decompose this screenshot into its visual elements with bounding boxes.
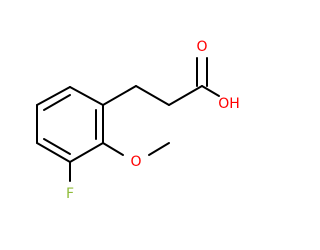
propanoic-acid-chain [102,57,220,106]
chain-bond-1 [102,85,137,106]
fluorine-label: F [66,186,74,202]
chain-bond-2 [135,85,170,106]
carbonyl-oxygen-label: O [196,39,207,55]
ring-bond-c1-c2 [36,86,71,106]
ring-bond-c4-c5 [69,142,104,163]
chain-bond-3 [168,85,203,106]
hydroxyl-label: OH [218,96,240,112]
methoxy-group [102,142,170,156]
methoxy-oxygen-label: O [130,154,141,170]
benzene-ring [36,86,104,163]
ring-bond-c3-c4 [36,142,71,163]
carboxyl-oh-bond [201,85,220,97]
methoxy-bond-ring-o [102,142,124,156]
ring-double-bond-inner-1 [43,94,71,111]
ring-bond-c6-c1 [69,86,104,106]
methoxy-bond-o-ch3 [148,142,170,156]
ring-double-bond-inner-2 [43,138,71,155]
chemical-structure-diagram: O OH O F [36,39,240,202]
structure-canvas: O OH O F [36,39,240,202]
